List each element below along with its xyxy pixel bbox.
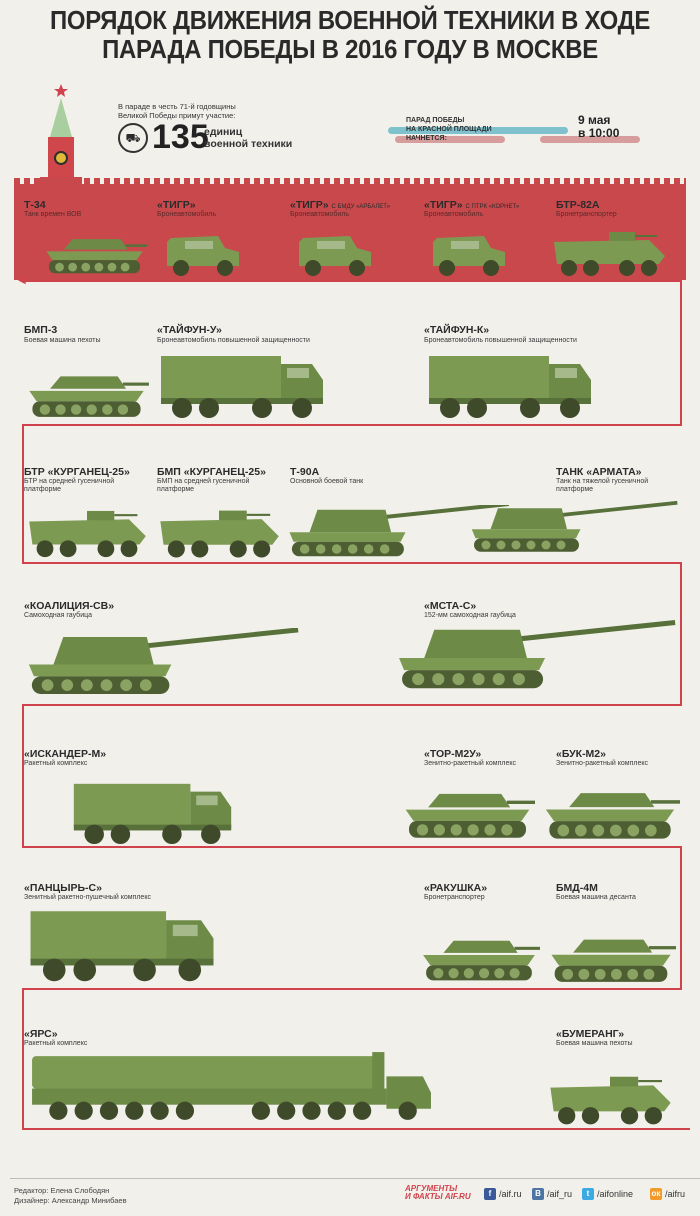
kurganets-btr — [24, 505, 150, 561]
rakushka-apc — [418, 930, 540, 986]
social-label: /aifonline — [597, 1189, 634, 1199]
tank-badge-icon: ⛟ — [118, 123, 148, 153]
twitter-icon: t — [582, 1188, 594, 1200]
bmp3-vehicle — [24, 368, 149, 420]
btr82a-apc — [545, 228, 673, 278]
armata-tank — [468, 500, 678, 560]
koalitsiya-howitzer — [24, 628, 299, 703]
bmd4m-vehicle — [546, 930, 676, 986]
iskander-launcher — [30, 778, 275, 846]
typhoon-u-truck — [156, 350, 328, 420]
vehicle-count: 135 — [152, 118, 209, 156]
social-link[interactable]: ок/aifru — [650, 1188, 685, 1200]
tigr-kornet-car — [424, 228, 514, 278]
odnoklassniki-icon: ок — [650, 1188, 662, 1200]
typhoon-k-truck — [424, 350, 596, 420]
intro-text: В параде в честь 71-й годовщины Великой … — [118, 102, 236, 120]
social-link[interactable]: В/aif_ru — [532, 1188, 572, 1200]
aif-logo[interactable]: АРГУМЕНТЫ И ФАКТЫ AIF.RU — [405, 1184, 471, 1201]
msta-s-howitzer — [394, 618, 676, 700]
credits: Редактор: Елена Слободян Дизайнер: Алекс… — [14, 1186, 127, 1205]
facebook-icon: f — [484, 1188, 496, 1200]
kurganets-bmp — [155, 505, 283, 561]
social-link[interactable]: t/aifonline — [582, 1188, 633, 1200]
tigr-arbalet-car — [290, 228, 380, 278]
route-line — [22, 280, 682, 282]
schedule-datetime: 9 мая в 10:00 — [578, 113, 620, 140]
page-title: ПОРЯДОК ДВИЖЕНИЯ ВОЕННОЙ ТЕХНИКИ В ХОДЕ … — [49, 5, 651, 64]
social-label: /aif_ru — [547, 1189, 573, 1199]
bumerang-ifv — [545, 1072, 675, 1127]
schedule-text: ПАРАД ПОБЕДЫ НА КРАСНОЙ ПЛОЩАДИ НАЧНЕТСЯ… — [406, 117, 492, 142]
social-label: /aif.ru — [499, 1189, 522, 1199]
buk-m2-system — [540, 782, 680, 844]
arrow-left-icon: ◀ — [18, 275, 26, 286]
yars-launcher — [28, 1050, 433, 1125]
tor-m2u-system — [400, 782, 535, 844]
social-link[interactable]: f/aif.ru — [484, 1188, 522, 1200]
tigr-car — [158, 228, 248, 278]
t34-tank — [42, 230, 147, 278]
vkontakte-icon: В — [532, 1188, 544, 1200]
social-label: /aifru — [665, 1189, 686, 1199]
pantsir-s-system — [26, 900, 218, 988]
